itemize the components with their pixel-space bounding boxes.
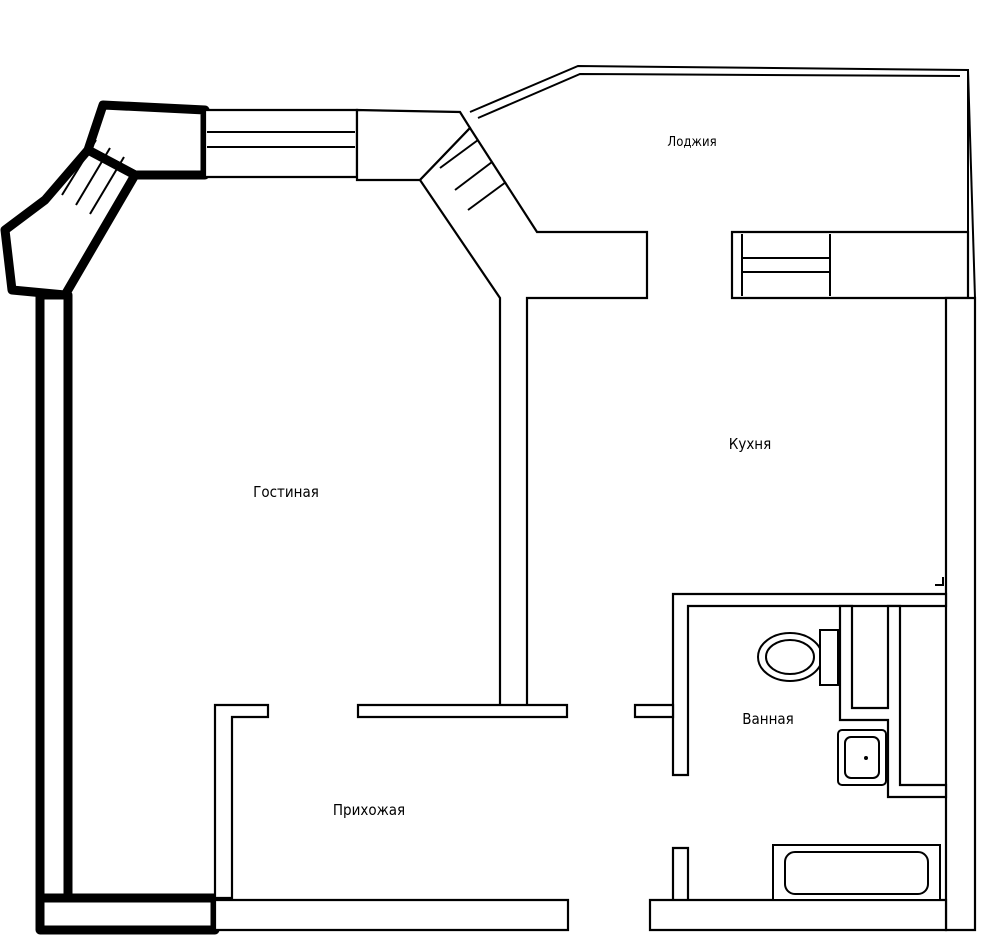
hallway-wall-right <box>633 703 675 719</box>
east-wall-body <box>944 296 977 932</box>
loggia-outline-inner <box>477 72 961 119</box>
south-wall-left <box>35 893 220 935</box>
north-wall <box>61 108 472 215</box>
sink-drain <box>864 756 868 760</box>
sink-basin <box>844 736 880 779</box>
loggia-outline <box>469 64 969 232</box>
window-line <box>89 156 125 215</box>
bathroom-north-wall <box>671 592 948 777</box>
room-label-loggia: Лоджия <box>667 135 716 150</box>
room-label-hallway: Прихожая <box>333 801 405 819</box>
window-line <box>61 139 97 196</box>
diagonal-wall-body <box>418 126 649 717</box>
outer-wall-west <box>0 100 220 935</box>
room-label-living-room: Гостиная <box>253 483 319 501</box>
toilet-seat <box>765 639 815 675</box>
window-line <box>467 181 507 211</box>
corner-mark <box>935 577 944 586</box>
kitchen-north-wall <box>730 230 970 300</box>
hallway-wall-mid <box>356 703 569 719</box>
bathroom-west-stub <box>671 846 690 905</box>
bathroom-fixtures <box>757 577 944 901</box>
bay-wall-top <box>83 100 210 180</box>
loggia: Лоджия <box>469 64 969 232</box>
south-wall-mid <box>213 898 570 932</box>
diagonal-wall <box>418 126 649 717</box>
bathroom-walls <box>671 592 948 905</box>
east-wall <box>944 69 977 932</box>
room-label-bathroom: Ванная <box>742 710 794 728</box>
west-wall <box>35 290 73 903</box>
hallway-walls <box>213 703 948 932</box>
window-line <box>439 139 479 169</box>
south-wall-right <box>648 898 948 932</box>
window-line <box>454 161 493 191</box>
north-wall-segment <box>203 108 359 179</box>
window-line <box>75 147 111 206</box>
toilet-tank <box>819 629 839 686</box>
east-wall-edge <box>967 69 976 299</box>
kitchen-north-wall-body <box>730 230 970 300</box>
hallway-wall-left <box>213 703 270 900</box>
room-label-kitchen: Кухня <box>729 435 772 453</box>
bathtub-basin <box>784 851 929 895</box>
bay-wall-diagonal <box>0 145 140 300</box>
bathroom-inner-partition <box>838 604 948 799</box>
